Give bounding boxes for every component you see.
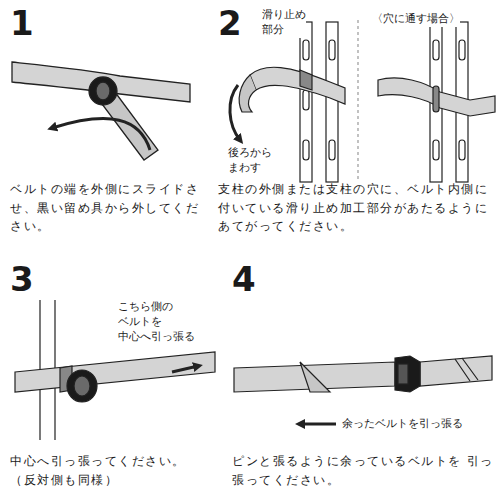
- step-number: 3: [10, 262, 34, 296]
- panel-3-figure: [15, 300, 215, 440]
- callout-label: 滑り止め 部分: [262, 8, 306, 38]
- panel-1-figure: [12, 62, 190, 160]
- step-number: 4: [232, 262, 256, 296]
- callout-label: 後ろから まわす: [228, 146, 272, 176]
- instruction-text: 支柱の外側または支柱の穴に、ベルト内側に付いている滑り止め加工部分があたるように…: [218, 180, 493, 236]
- panel-4-figure: [234, 356, 492, 424]
- callout-label: 〈穴に通す場合〉: [372, 12, 460, 27]
- callout-label: 余ったベルトを引っ張る: [342, 417, 463, 432]
- instruction-text: 中心へ引っ張ってください。 （反対側も同様）: [10, 452, 215, 489]
- step-number: 1: [10, 6, 34, 40]
- callout-label: こちら側の ベルトを 中心へ引っ張る: [118, 300, 195, 345]
- instruction-text: ベルトの端を外側にスライドさせ、黒い留め具から外してください。: [10, 180, 205, 236]
- instruction-text: ピンと張るように余っているベルトを 引っ張ってください。: [232, 452, 494, 489]
- step-number: 2: [218, 6, 242, 40]
